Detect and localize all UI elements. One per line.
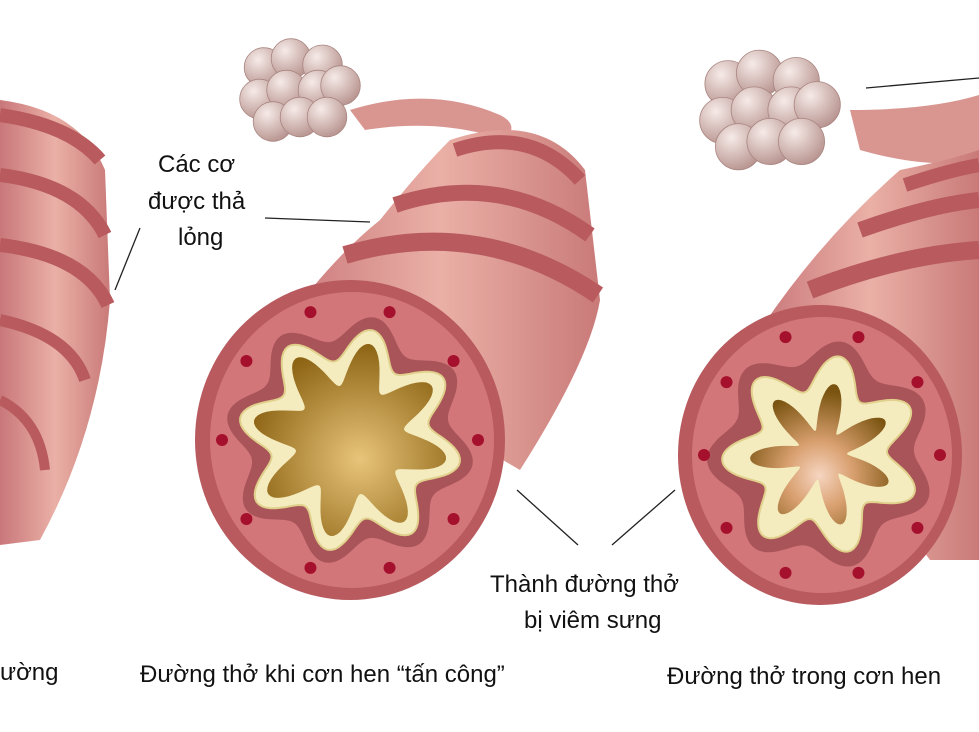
- blood-vessel-dot: [779, 331, 792, 344]
- caption-right: Đường thở trong cơn hen: [667, 663, 941, 690]
- alveoli-cluster: [699, 49, 841, 171]
- right-airway: [678, 49, 979, 605]
- blood-vessel-dot: [216, 434, 228, 446]
- label-muscles-line2: được thả: [148, 188, 246, 215]
- middle-airway: [195, 38, 604, 600]
- label-muscles-line1: Các cơ: [158, 151, 235, 178]
- blood-vessel-dot: [720, 521, 733, 534]
- alveoli-cluster: [239, 38, 361, 142]
- blood-vessel-dot: [240, 512, 253, 525]
- left-airway: [0, 100, 115, 545]
- blood-vessel-dot: [383, 561, 396, 574]
- blood-vessel-dot: [304, 306, 317, 319]
- label-wall-line1: Thành đường thở: [490, 571, 679, 598]
- blood-vessel-dot: [698, 449, 710, 461]
- blood-vessel-dot: [911, 521, 924, 534]
- alveolus: [778, 118, 826, 166]
- blood-vessel-dot: [852, 566, 865, 579]
- blood-vessel-dot: [472, 434, 484, 446]
- blood-vessel-dot: [720, 376, 733, 389]
- blood-vessel-dot: [447, 355, 460, 368]
- caption-left: ường: [0, 659, 59, 686]
- blood-vessel-dot: [779, 566, 792, 579]
- alveolus: [306, 96, 348, 138]
- label-muscles-line3: lỏng: [178, 224, 223, 251]
- blood-vessel-dot: [447, 512, 460, 525]
- leader-lines: [114, 77, 979, 546]
- blood-vessel-dot: [934, 449, 946, 461]
- blood-vessel-dot: [852, 331, 865, 344]
- label-wall-line2: bị viêm sưng: [524, 607, 661, 634]
- blood-vessel-dot: [304, 561, 317, 574]
- caption-middle: Đường thở khi cơn hen “tấn công”: [140, 661, 505, 688]
- blood-vessel-dot: [911, 376, 924, 389]
- blood-vessel-dot: [383, 306, 396, 319]
- blood-vessel-dot: [240, 355, 253, 368]
